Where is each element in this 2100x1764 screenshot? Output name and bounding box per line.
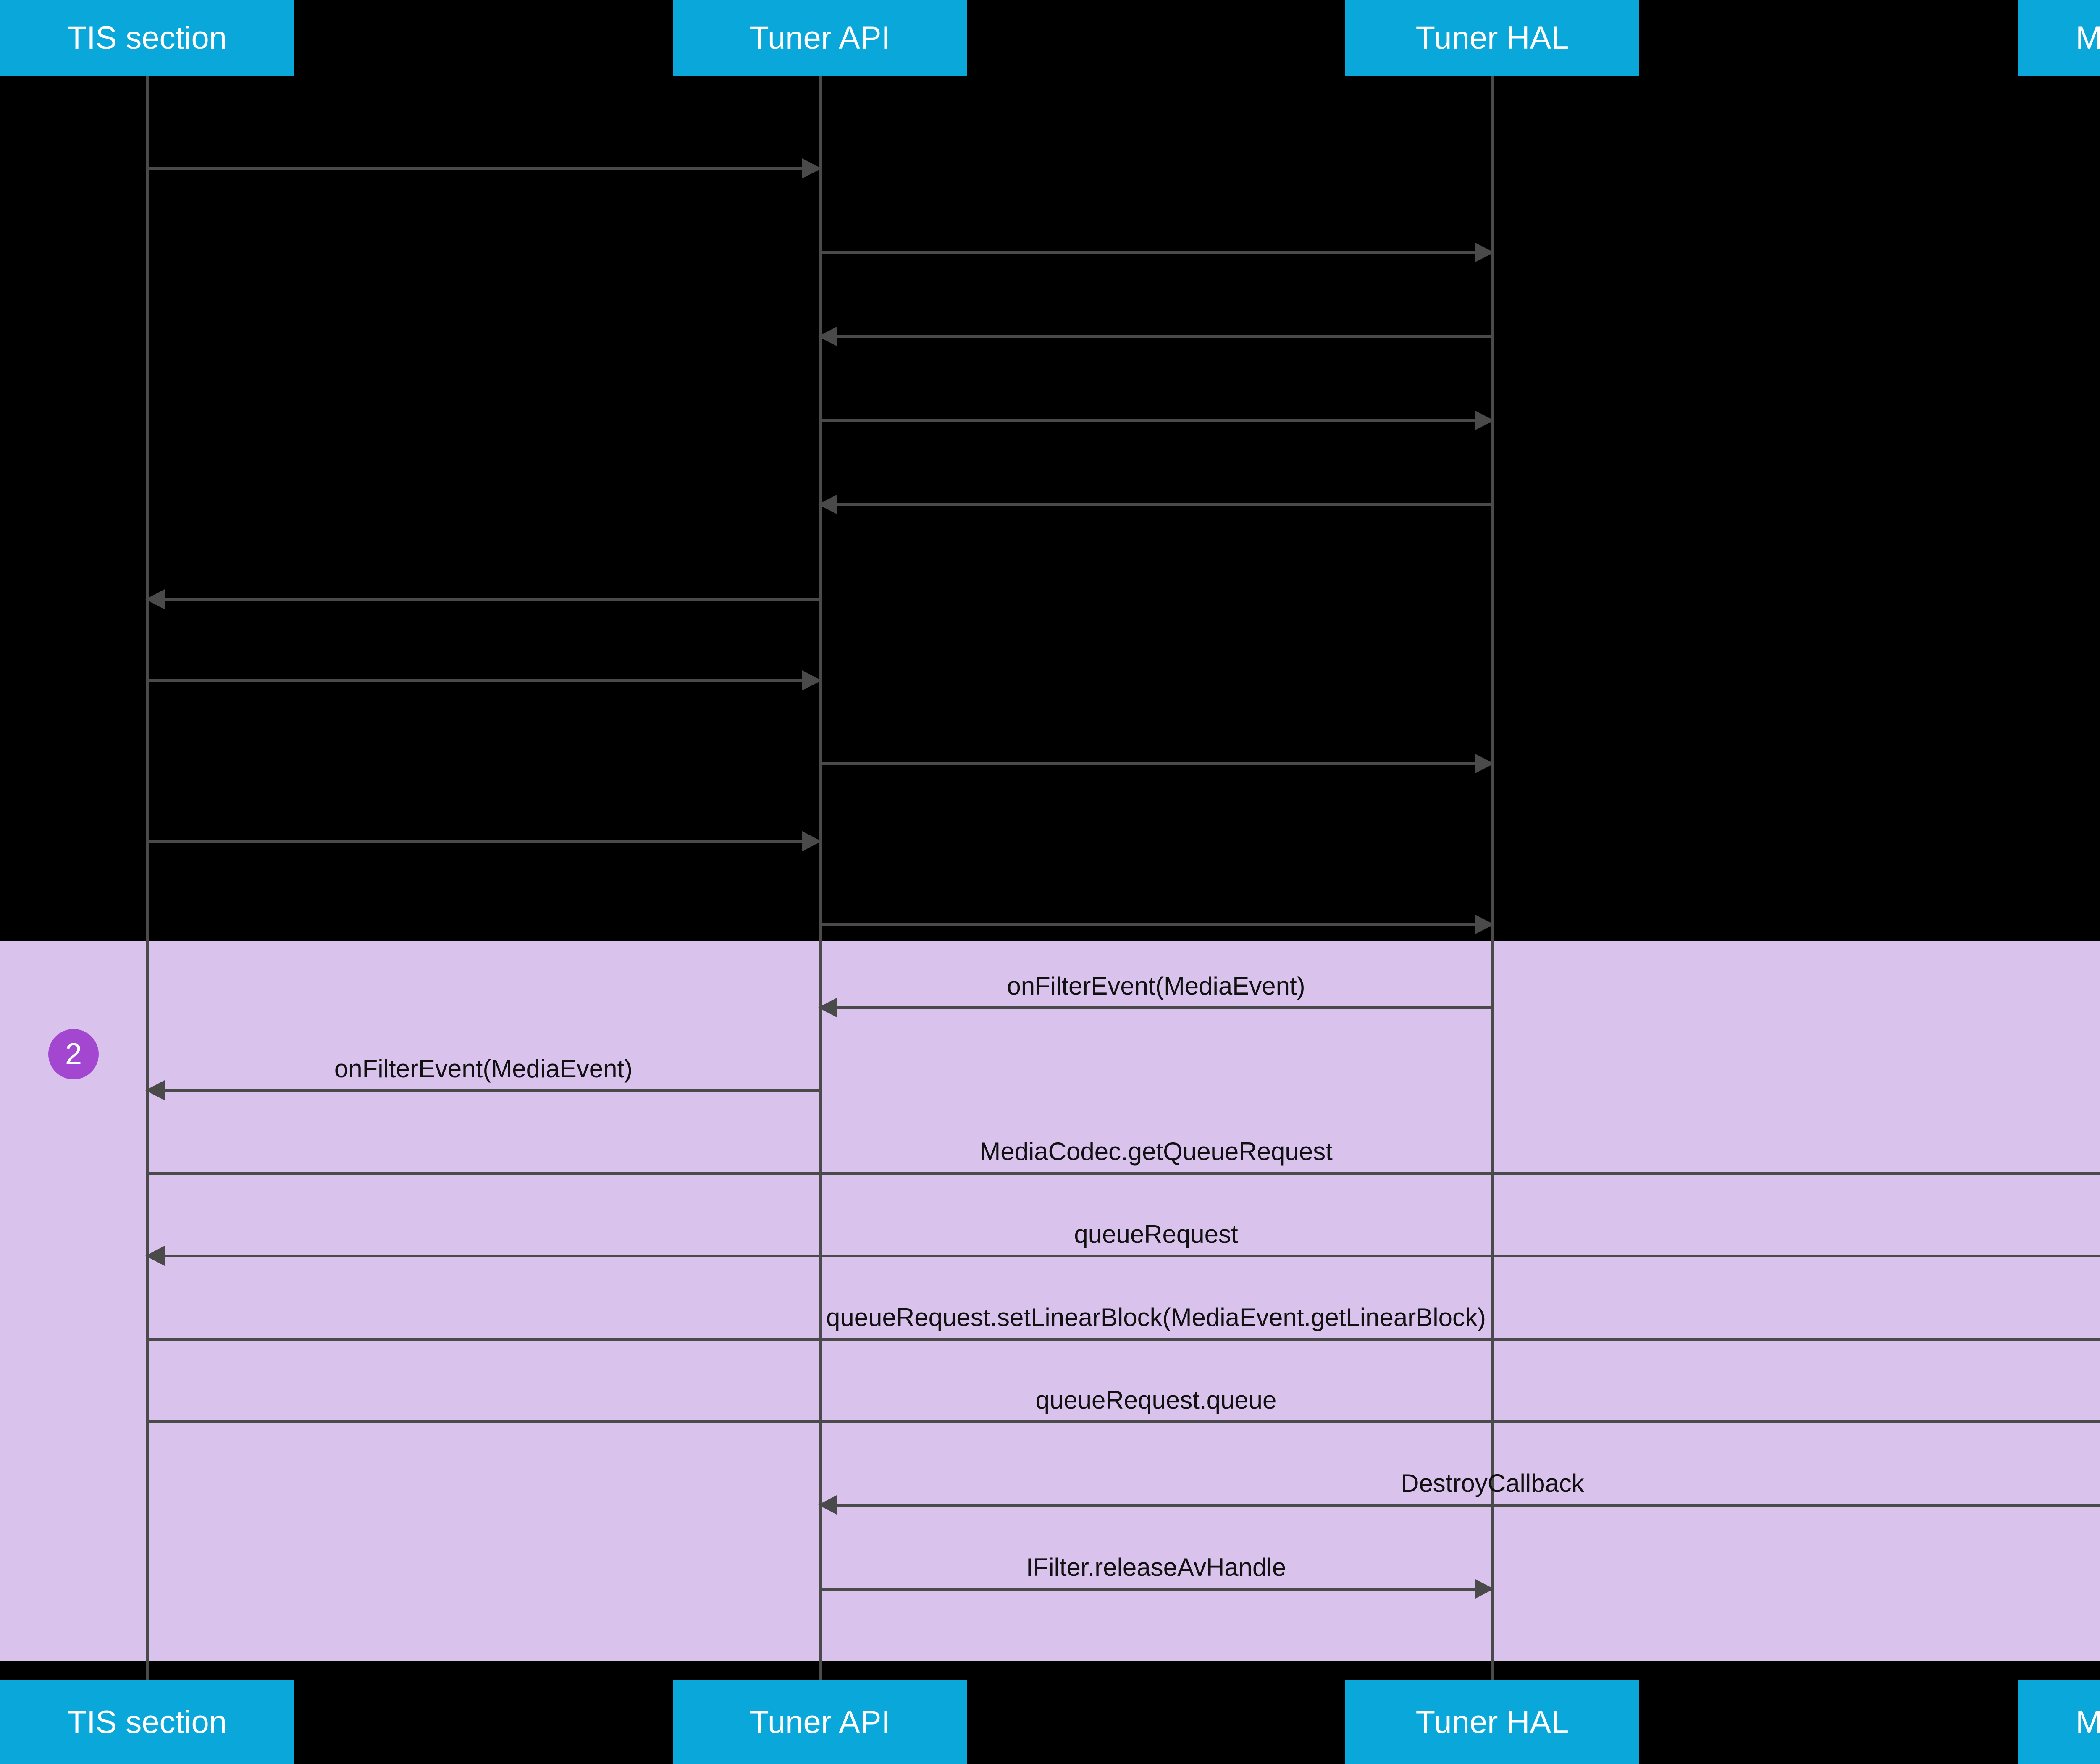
arrow-head-icon bbox=[818, 326, 837, 346]
arrow-line bbox=[820, 923, 1492, 926]
message-label: DestroyCallback bbox=[1401, 1469, 1584, 1497]
arrow-line bbox=[147, 167, 820, 170]
arrow-line bbox=[820, 503, 1492, 506]
arrow-line bbox=[147, 679, 820, 682]
actor-label: MediaCodec bbox=[2076, 20, 2100, 56]
arrow-head-icon bbox=[818, 998, 837, 1018]
arrow-head-icon bbox=[1475, 914, 1494, 934]
arrow-line bbox=[147, 1338, 2100, 1341]
arrow-head-icon bbox=[1475, 753, 1494, 774]
message-label: onFilterEvent(MediaEvent) bbox=[1007, 972, 1305, 1000]
message-label: queueRequest.queue bbox=[1035, 1386, 1277, 1414]
arrow-line bbox=[147, 1089, 820, 1092]
lifeline-tunerhal bbox=[1491, 76, 1494, 1680]
actor-box-tunerapi-header[interactable]: Tuner API bbox=[673, 0, 967, 76]
arrow-head-icon bbox=[802, 670, 822, 690]
arrow-head-icon bbox=[145, 1246, 165, 1266]
lifeline-tunerapi bbox=[819, 76, 822, 1680]
arrow-head-icon bbox=[818, 1495, 837, 1515]
arrow-line bbox=[820, 1006, 1492, 1009]
actor-label: MediaCodec bbox=[2076, 1704, 2100, 1740]
message-label: IFilter.releaseAvHandle bbox=[1026, 1553, 1286, 1581]
message-label: queueRequest bbox=[1074, 1220, 1238, 1248]
actor-label: Tuner API bbox=[749, 1704, 890, 1740]
message-label: MediaCodec.getQueueRequest bbox=[979, 1137, 1333, 1166]
actor-box-mediacodec-footer[interactable]: MediaCodec bbox=[2018, 1680, 2100, 1764]
actor-box-mediacodec-header[interactable]: MediaCodec bbox=[2018, 0, 2100, 76]
actor-label: TIS section bbox=[67, 1704, 227, 1740]
actor-label: Tuner HAL bbox=[1415, 1704, 1569, 1740]
message-label: queueRequest.setLinearBlock(MediaEvent.g… bbox=[826, 1303, 1486, 1331]
actor-box-tunerapi-footer[interactable]: Tuner API bbox=[673, 1680, 967, 1764]
arrow-line bbox=[147, 1420, 2100, 1423]
actor-label: TIS section bbox=[67, 20, 227, 56]
arrow-head-icon bbox=[818, 494, 837, 514]
actor-box-tunerhal-header[interactable]: Tuner HAL bbox=[1345, 0, 1639, 76]
actor-box-tis-header[interactable]: TIS section bbox=[0, 0, 294, 76]
lifeline-tis bbox=[146, 76, 149, 1680]
arrow-head-icon bbox=[802, 831, 822, 851]
arrow-head-icon bbox=[802, 158, 822, 178]
arrow-line bbox=[147, 1255, 2100, 1257]
arrow-head-icon bbox=[145, 1080, 165, 1100]
arrow-head-icon bbox=[145, 589, 165, 609]
actor-label: Tuner API bbox=[749, 20, 890, 56]
arrow-head-icon bbox=[1475, 410, 1494, 430]
actor-label: Tuner HAL bbox=[1415, 20, 1569, 56]
actor-box-tis-footer[interactable]: TIS section bbox=[0, 1680, 294, 1764]
arrow-line bbox=[820, 1504, 2100, 1507]
arrow-line bbox=[147, 598, 820, 601]
arrow-line bbox=[147, 840, 820, 843]
arrow-line bbox=[820, 1588, 1492, 1591]
arrow-head-icon bbox=[1475, 1579, 1494, 1599]
actor-box-tunerhal-footer[interactable]: Tuner HAL bbox=[1345, 1680, 1639, 1764]
arrow-line bbox=[820, 251, 1492, 254]
arrow-head-icon bbox=[1475, 242, 1494, 262]
arrow-line bbox=[820, 762, 1492, 765]
message-label: onFilterEvent(MediaEvent) bbox=[334, 1055, 633, 1083]
arrow-line bbox=[820, 419, 1492, 422]
highlight-section-2 bbox=[0, 941, 2100, 1661]
section-badge: 2 bbox=[48, 1029, 99, 1079]
arrow-line bbox=[147, 1172, 2100, 1175]
arrow-line bbox=[820, 335, 1492, 338]
